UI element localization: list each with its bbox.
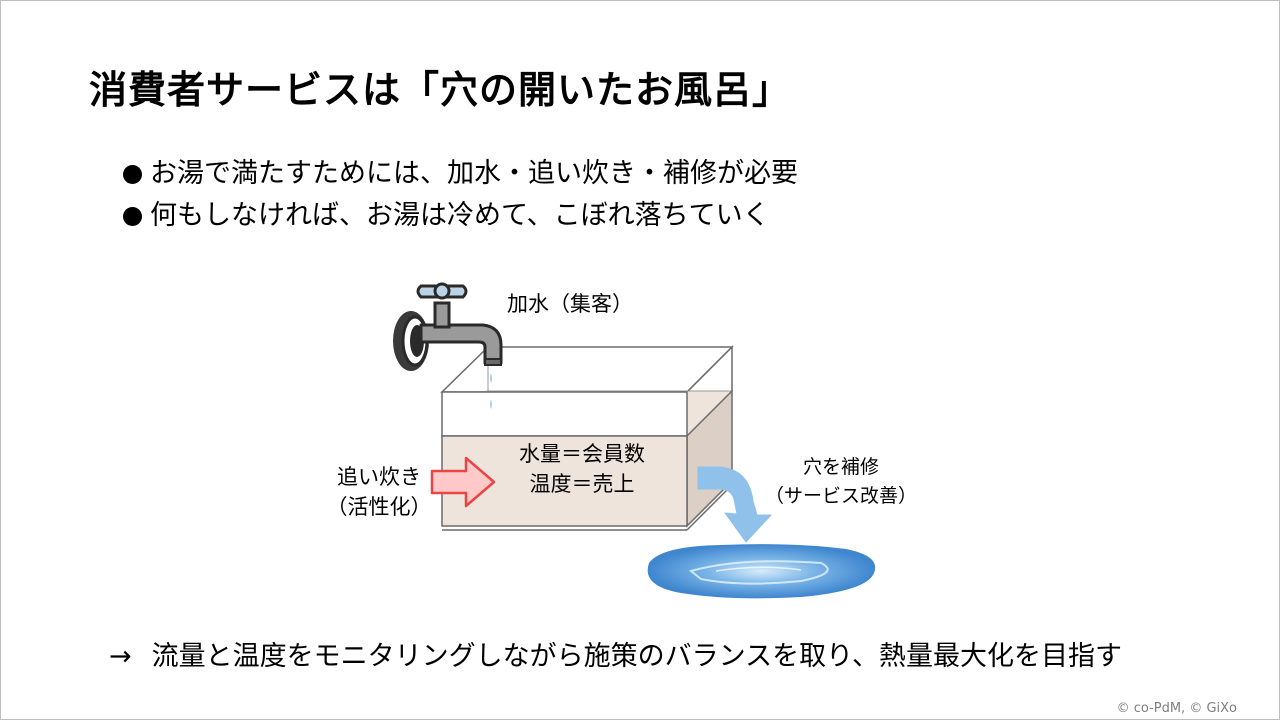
faucet-icon (393, 282, 503, 409)
tank-text-water-volume: 水量＝会員数 (519, 442, 645, 466)
faucet-label: 加水（集客） (507, 292, 633, 316)
outflow-arrow-icon (697, 466, 772, 543)
hole-repair-label-subtitle: （サービス改善） (764, 485, 917, 507)
reheat-arrow-icon (430, 456, 496, 508)
bullet-text: 何もしなければ、お湯は冷めて、こぼれ落ちていく (150, 200, 770, 231)
hole-repair-label-title: 穴を補修 (802, 456, 879, 478)
conclusion: → 流量と温度をモニタリングしながら施策のバランスを取り、熱量最大化を目指す (109, 634, 1122, 673)
slide-title: 消費者サービスは「穴の開いたお風呂」 (89, 68, 792, 112)
reheat-label-title: 追い炊き (337, 465, 421, 489)
bullet-item: 何もしなければ、お湯は冷めて、こぼれ落ちていく (123, 195, 798, 237)
conclusion-text: 流量と温度をモニタリングしながら施策のバランスを取り、熱量最大化を目指す (151, 641, 1123, 672)
bullet-dot-icon (123, 164, 142, 184)
right-arrow-icon: → (109, 641, 132, 672)
bathtub-box (440, 345, 734, 531)
tank-text-temperature: 温度＝売上 (529, 472, 635, 496)
water-puddle-icon (647, 544, 876, 599)
bullet-dot-icon (123, 206, 142, 226)
bullet-text: お湯で満たすためには、加水・追い炊き・補修が必要 (150, 158, 798, 189)
bullet-item: お湯で満たすためには、加水・追い炊き・補修が必要 (123, 153, 798, 195)
copyright-notice: © co-PdM, © GiXo (1116, 701, 1237, 716)
bullet-list: お湯で満たすためには、加水・追い炊き・補修が必要 何もしなければ、お湯は冷めて、… (123, 153, 798, 237)
reheat-label-subtitle: （活性化） (326, 495, 432, 519)
